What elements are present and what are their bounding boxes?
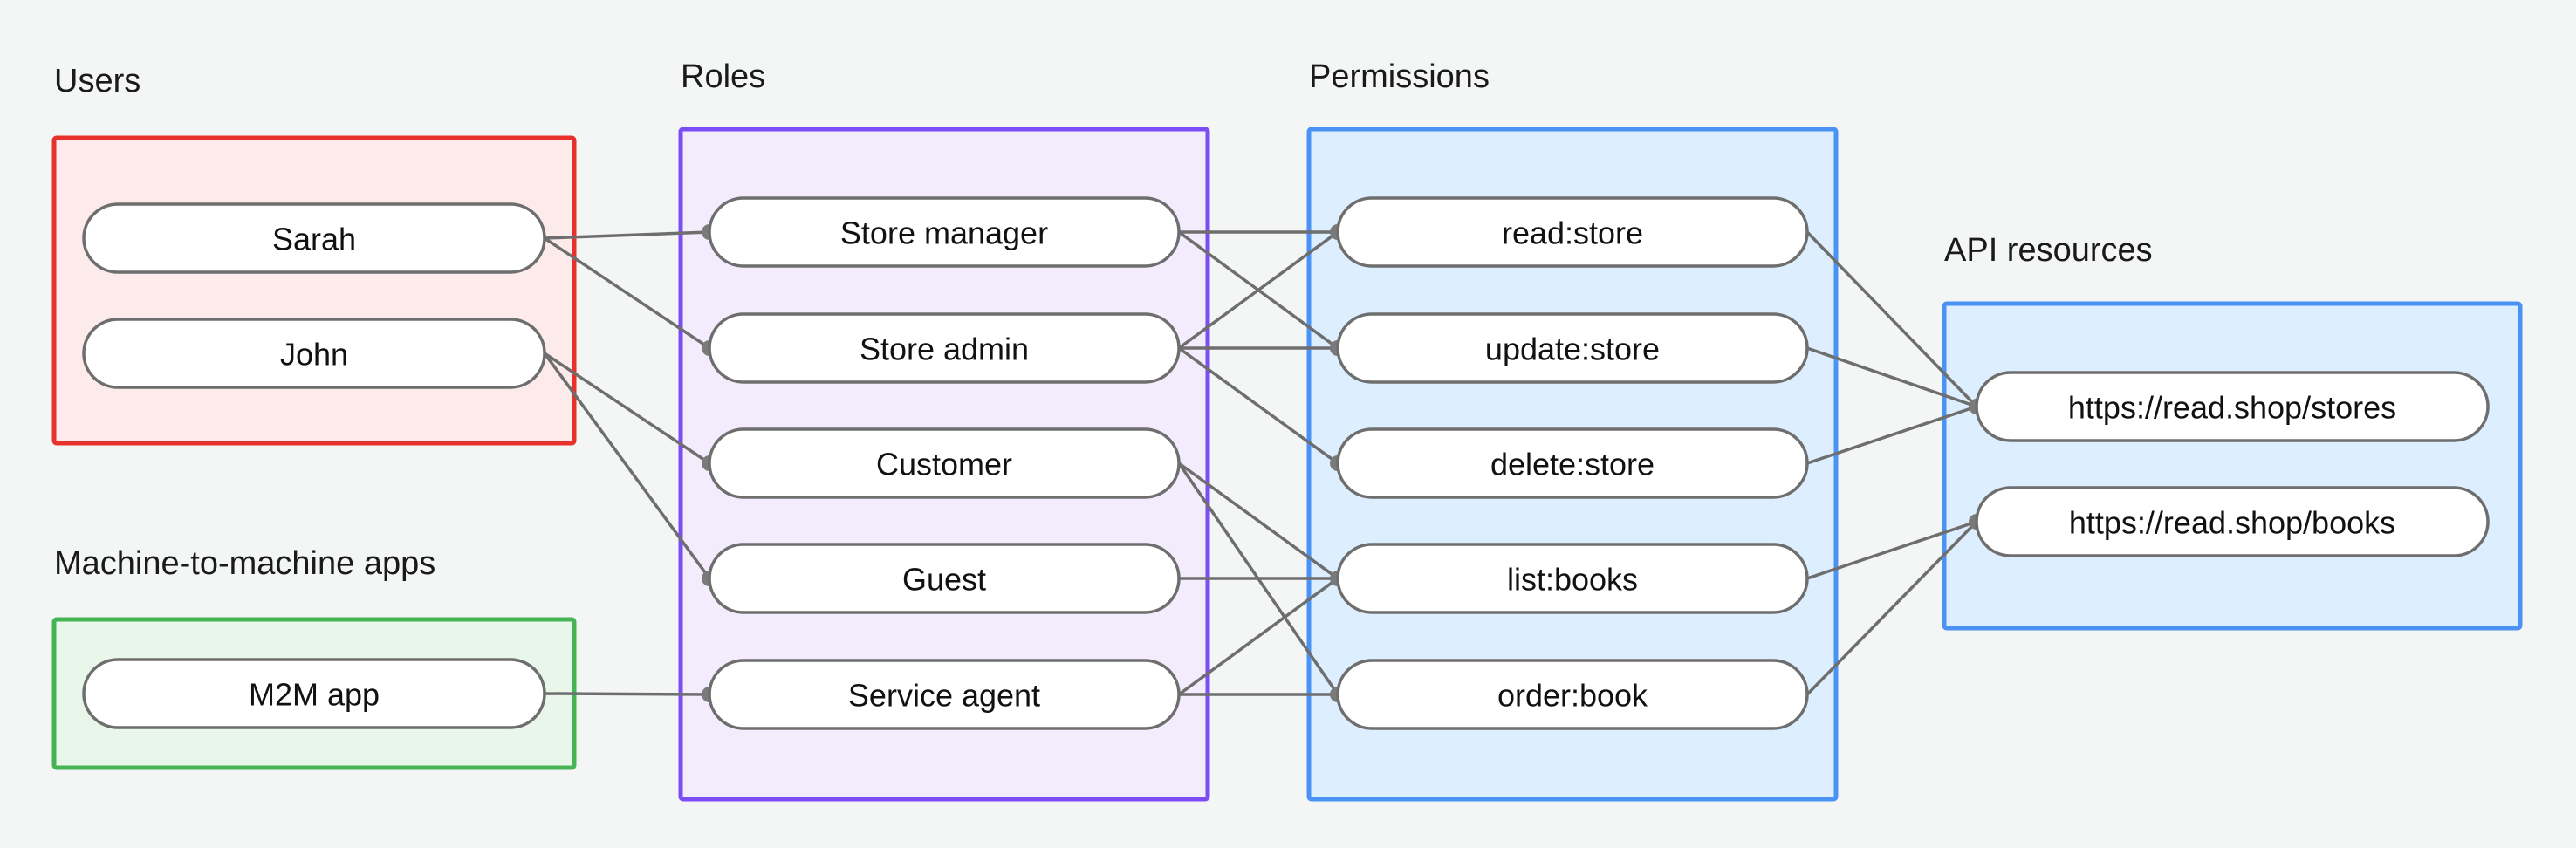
node-shape-listbooks	[1336, 543, 1809, 614]
edge-storeadmin-to-readstore	[1177, 230, 1339, 350]
group-label-m2m: Machine-to-machine apps	[54, 545, 435, 582]
node-sarah[interactable]: Sarah	[82, 202, 546, 274]
edge-orderbook-to-resbooks	[1805, 520, 1978, 696]
edge-delstore-to-resstores	[1806, 405, 1977, 465]
node-label-updstore: update:store	[1485, 332, 1660, 367]
edge-readstore-to-resstores	[1805, 230, 1978, 408]
node-label-guest: Guest	[902, 562, 986, 598]
node-label-resstores: https://read.shop/stores	[2068, 390, 2396, 426]
edge-customer-to-listbooks	[1177, 462, 1339, 580]
group-label-users: Users	[54, 63, 140, 99]
edge-john-to-guest	[543, 352, 711, 580]
node-label-storeadmin: Store admin	[860, 332, 1029, 367]
node-shape-readstore	[1336, 196, 1809, 268]
group-label-api: API resources	[1944, 232, 2153, 269]
connection-edges	[543, 230, 1978, 696]
node-label-resbooks: https://read.shop/books	[2069, 505, 2395, 541]
node-john[interactable]: John	[82, 318, 546, 389]
node-guest[interactable]: Guest	[708, 543, 1181, 614]
node-shape-storemgr	[708, 196, 1181, 268]
node-delstore[interactable]: delete:store	[1336, 427, 1809, 499]
node-shape-orderbook	[1336, 659, 1809, 730]
node-label-customer: Customer	[876, 447, 1012, 482]
node-label-readstore: read:store	[1502, 215, 1643, 251]
node-orderbook[interactable]: order:book	[1336, 659, 1809, 730]
node-shape-updstore	[1336, 312, 1809, 384]
node-shape-guest	[708, 543, 1181, 614]
edge-storeadmin-to-delstore	[1177, 346, 1339, 465]
node-label-storemgr: Store manager	[840, 215, 1048, 251]
edge-serviceag-to-listbooks	[1177, 577, 1339, 696]
node-label-serviceag: Service agent	[848, 678, 1040, 714]
node-shape-m2mapp	[82, 658, 546, 729]
group-label-permissions: Permissions	[1309, 58, 1490, 95]
edge-updstore-to-resstores	[1806, 346, 1977, 408]
group-box-users	[51, 135, 577, 446]
node-label-listbooks: list:books	[1507, 562, 1638, 598]
edge-sarah-to-storeadmin	[544, 236, 710, 350]
node-label-orderbook: order:book	[1497, 678, 1648, 714]
node-shape-resstores	[1975, 371, 2490, 442]
node-shape-delstore	[1336, 427, 1809, 499]
node-shape-storeadmin	[708, 312, 1181, 384]
node-customer[interactable]: Customer	[708, 427, 1181, 499]
node-shape-resbooks	[1975, 486, 2490, 557]
node-shape-sarah	[82, 202, 546, 274]
node-label-john: John	[280, 337, 348, 373]
node-label-delstore: delete:store	[1490, 447, 1655, 482]
node-m2mapp[interactable]: M2M app	[82, 658, 546, 729]
node-listbooks[interactable]: list:books	[1336, 543, 1809, 614]
node-label-m2mapp: M2M app	[249, 677, 380, 713]
node-shape-customer	[708, 427, 1181, 499]
node-storemgr[interactable]: Store manager	[708, 196, 1181, 268]
node-label-sarah: Sarah	[272, 222, 356, 257]
node-resbooks[interactable]: https://read.shop/books	[1975, 486, 2490, 557]
node-serviceag[interactable]: Service agent	[708, 659, 1181, 730]
node-storeadmin[interactable]: Store admin	[708, 312, 1181, 384]
node-shape-serviceag	[708, 659, 1181, 730]
edge-sarah-to-storemgr	[544, 230, 710, 240]
node-readstore[interactable]: read:store	[1336, 196, 1809, 268]
node-resstores[interactable]: https://read.shop/stores	[1975, 371, 2490, 442]
group-label-roles: Roles	[681, 58, 765, 95]
group-box-api	[1942, 301, 2523, 631]
edge-listbooks-to-resbooks	[1806, 520, 1977, 580]
node-shape-john	[82, 318, 546, 389]
edge-john-to-customer	[544, 352, 710, 465]
node-updstore[interactable]: update:store	[1336, 312, 1809, 384]
